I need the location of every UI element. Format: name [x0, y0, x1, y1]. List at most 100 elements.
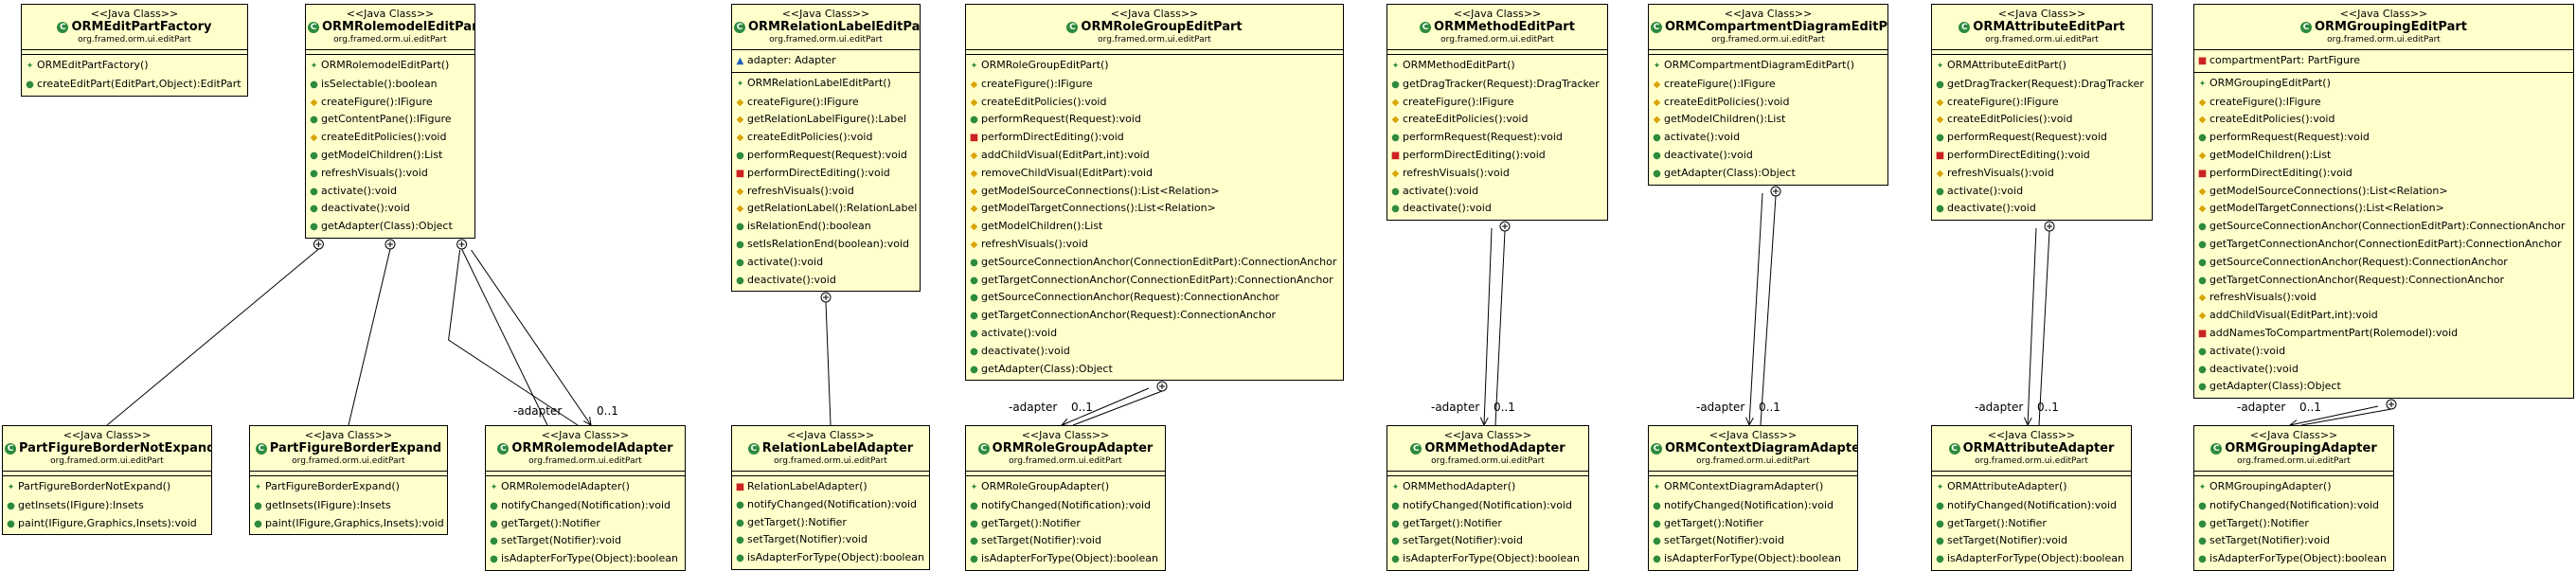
nesting-marker — [2044, 221, 2055, 232]
method-row: ●getInsets(IFigure):Insets — [250, 497, 447, 515]
class-icon: C — [1651, 443, 1662, 455]
method-row: ◆refreshVisuals():void — [1932, 165, 2152, 183]
member-signature: deactivate():void — [1664, 148, 1753, 161]
method-row: ◆refreshVisuals():void — [732, 183, 920, 201]
method-row: ●createEditPart(EditPart,Object):EditPar… — [22, 76, 247, 94]
multiplicity-label: 0..1 — [1494, 401, 1515, 414]
public-visibility-icon: ● — [970, 311, 978, 322]
member-signature: ORMRolemodelAdapter() — [501, 480, 630, 492]
package-label: org.framed.orm.ui.editPart — [78, 35, 191, 45]
member-signature: performRequest(Request):void — [2209, 131, 2370, 144]
attributes-section — [1387, 50, 1607, 55]
public-visibility-icon: ● — [1936, 186, 1944, 197]
protected-visibility-icon: ◆ — [970, 79, 978, 90]
public-visibility-icon: ● — [1936, 79, 1944, 90]
nesting-marker — [1156, 381, 1168, 392]
ctor-visibility-icon: ✦ — [1936, 62, 1944, 71]
association-line — [471, 249, 592, 426]
method-row: ●setTarget(Notifier):void — [486, 532, 685, 550]
member-signature: setTarget(Notifier):void — [1403, 534, 1523, 547]
method-row: ✦PartFigureBorderExpand() — [250, 478, 447, 497]
public-visibility-icon: ● — [970, 536, 978, 547]
public-visibility-icon: ● — [310, 79, 318, 90]
method-row: ●getTargetConnectionAnchor(Request):Conn… — [2194, 272, 2573, 290]
attributes-section — [966, 50, 1343, 55]
class-icon: C — [1959, 22, 1971, 33]
method-row: ●notifyChanged(Notification):void — [966, 497, 1165, 515]
class-icon: C — [497, 443, 510, 455]
public-visibility-icon: ● — [1653, 554, 1661, 565]
public-visibility-icon: ● — [2198, 382, 2207, 393]
method-row: ●notifyChanged(Notification):void — [1387, 497, 1588, 515]
public-visibility-icon: ● — [310, 186, 318, 197]
stereotype-label: <<Java Class>> — [1453, 8, 1542, 20]
nested-class-line — [348, 248, 391, 426]
method-row: ●activate():void — [1649, 129, 1887, 147]
role-label: -adapter — [1975, 401, 2024, 414]
method-row: ●deactivate():void — [732, 272, 920, 290]
association-line — [2027, 227, 2037, 426]
multiplicity-label: 0..1 — [597, 404, 618, 418]
method-row: ✦ORMMethodAdapter() — [1387, 478, 1588, 497]
attribute-row: ▲adapter: Adapter — [732, 52, 920, 70]
ctor-visibility-icon: ✦ — [7, 483, 15, 492]
member-signature: isAdapterForType(Object):boolean — [501, 552, 678, 565]
method-row: ●getTarget():Notifier — [2194, 515, 2393, 533]
method-row: ◆addChildVisual(EditPart,int):void — [2194, 307, 2573, 325]
method-row: ●getSourceConnectionAnchor(Request):Conn… — [2194, 254, 2573, 272]
member-signature: deactivate():void — [1403, 202, 1492, 215]
method-row: ◆refreshVisuals():void — [2194, 289, 2573, 307]
public-visibility-icon: ● — [2198, 133, 2207, 144]
public-visibility-icon: ● — [1936, 133, 1944, 144]
member-signature: performRequest(Request):void — [1947, 131, 2107, 144]
stereotype-label: <<Java Class>> — [1110, 8, 1199, 20]
member-signature: addChildVisual(EditPart,int):void — [2209, 309, 2378, 322]
attributes-section — [1932, 50, 2152, 55]
member-signature: getContentPane():IFigure — [321, 113, 452, 126]
public-visibility-icon: ● — [736, 275, 744, 286]
method-row: ●performRequest(Request):void — [1387, 129, 1607, 147]
method-row: ◆createEditPolicies():void — [1649, 94, 1887, 112]
stereotype-label: <<Java Class>> — [1021, 429, 1110, 441]
private-visibility-icon: ■ — [2197, 56, 2208, 66]
attributes-section — [1649, 50, 1887, 55]
package-label: org.framed.orm.ui.editPart — [1711, 35, 1825, 45]
member-signature: createFigure():IFigure — [321, 95, 433, 108]
member-signature: activate():void — [981, 326, 1058, 339]
stereotype-label: <<Java Class>> — [786, 429, 875, 441]
member-signature: getTarget():Notifier — [747, 515, 847, 528]
member-signature: isSelectable():boolean — [321, 77, 438, 90]
member-signature: createFigure():IFigure — [1947, 95, 2059, 108]
member-signature: getTarget():Notifier — [2209, 516, 2309, 529]
method-row: ●activate():void — [1932, 183, 2152, 201]
member-signature: isAdapterForType(Object):boolean — [981, 552, 1158, 565]
method-row: ●paint(IFigure,Graphics,Insets):void — [250, 515, 447, 533]
method-row: ◆createFigure():IFigure — [732, 94, 920, 112]
multiplicity-label: 0..1 — [2037, 401, 2059, 414]
member-signature: adapter: Adapter — [747, 54, 836, 66]
method-row: ●getContentPane():IFigure — [306, 111, 474, 129]
method-row: ●activate():void — [1387, 183, 1607, 201]
